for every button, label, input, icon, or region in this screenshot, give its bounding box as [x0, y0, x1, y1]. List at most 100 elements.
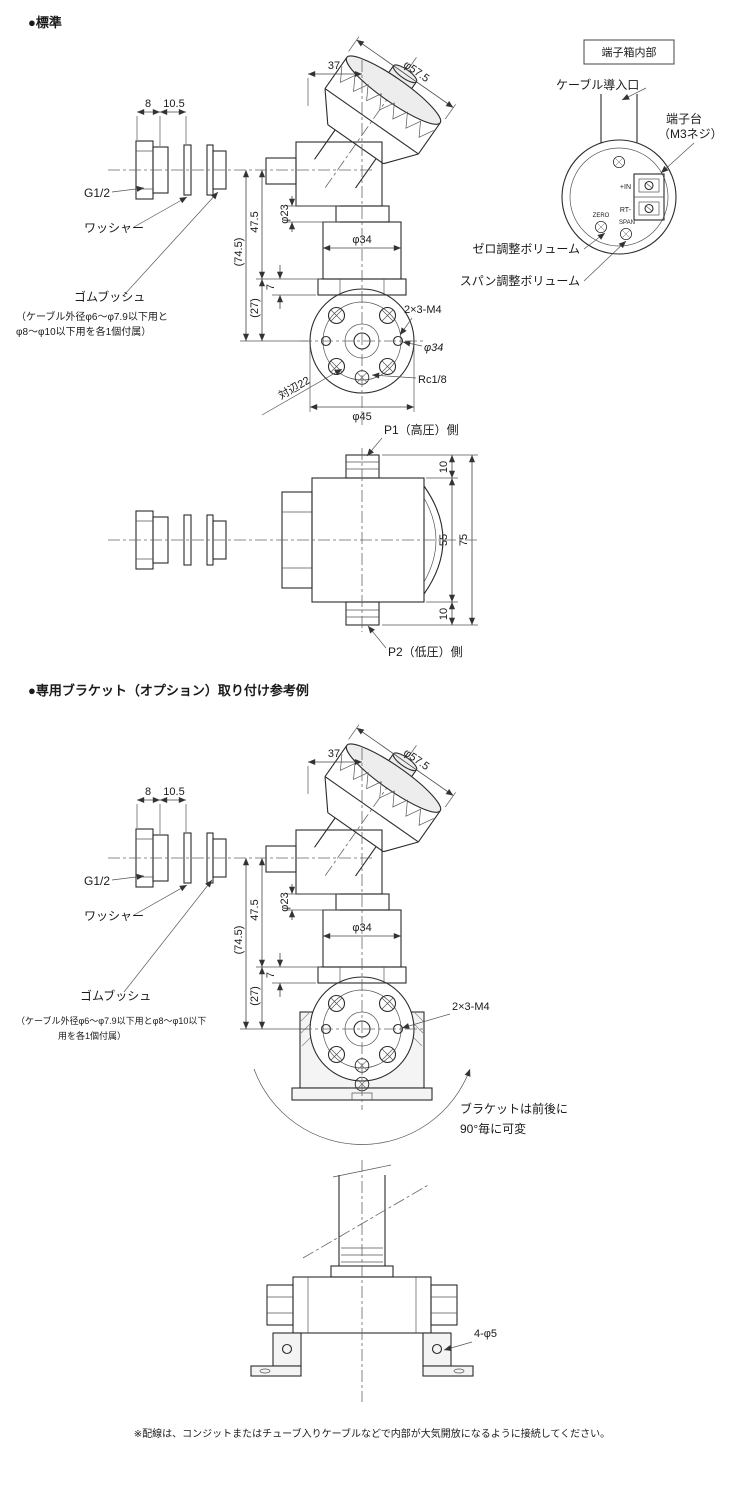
end-cap-right: [430, 1284, 458, 1326]
callout-terminal-block: 端子台 （M3ネジ）: [658, 111, 723, 174]
dim-10-5: 10.5: [163, 98, 184, 110]
end-cap-left: [266, 1284, 294, 1326]
terminal-block: [633, 173, 665, 221]
dim-10-top: 10: [438, 461, 450, 473]
drawing-bracket-front-view: ブラケットは前後に 90°毎に可変 8 10.5 37 φ57.5 47.5: [16, 712, 568, 1145]
dim-7: 7: [265, 265, 316, 309]
dim-8: 8: [145, 98, 151, 110]
svg-text:φ23: φ23: [279, 892, 291, 911]
dim-75: 75: [458, 534, 470, 546]
svg-text:対辺22: 対辺22: [276, 373, 313, 402]
knurled-cap: [277, 24, 464, 222]
callout-p1: P1（高圧）側: [366, 422, 459, 457]
dim-47-5: 47.5: [249, 170, 321, 280]
centerline-diagonal: [302, 1183, 431, 1259]
bracket-note-line2: 90°毎に可変: [460, 1121, 526, 1136]
svg-text:ワッシャー: ワッシャー: [84, 909, 144, 923]
dim-37: 37: [307, 60, 362, 106]
dim-27: (27): [249, 279, 266, 341]
terminal-rt: RT-: [620, 207, 632, 214]
svg-text:(27): (27): [249, 298, 261, 318]
terminal-box-title: 端子箱内部: [602, 45, 657, 59]
callout-span-adjust: スパン調整ボリューム: [460, 240, 627, 288]
section-title-bracket: ●専用ブラケット（オプション）取り付け参考例: [28, 683, 309, 698]
svg-text:7: 7: [265, 972, 277, 978]
callout-rubber-bush: ゴムブッシュ （ケーブル外径φ6～φ7.9以下用とφ8～φ10以下 用を各1個付…: [16, 879, 213, 1041]
dim-23: φ23: [279, 196, 340, 232]
svg-text:φ34: φ34: [424, 342, 443, 354]
svg-text:ゴムブッシュ: ゴムブッシュ: [80, 988, 151, 1003]
terminal-box-title-frame: [583, 39, 675, 65]
svg-text:2×3-M4: 2×3-M4: [452, 1001, 490, 1013]
svg-text:φ23: φ23: [279, 204, 291, 223]
callout-g12: G1/2: [84, 185, 145, 200]
port-p2: [345, 601, 380, 626]
svg-text:2×3-M4: 2×3-M4: [404, 304, 442, 316]
port-p1: [345, 454, 380, 479]
rubber-bush-note-line1: （ケーブル外径φ6～φ7.9以下用とφ8～φ10以下: [16, 1015, 206, 1026]
svg-text:8: 8: [145, 786, 151, 798]
callout-rc18: Rc1/8: [371, 372, 447, 386]
svg-text:47.5: 47.5: [249, 899, 261, 920]
svg-text:(27): (27): [249, 986, 261, 1006]
callout-flats22: 対辺22: [261, 368, 343, 416]
dim-8-10-5: 8 10.5: [136, 98, 187, 146]
dim-74-5: (74.5): [233, 858, 308, 1030]
drawing-standard-front-view: 8 10.5 37 φ57.5 47.5 (74.5): [16, 24, 464, 425]
drawing-bracket-bottom-view: 4-φ5: [250, 1160, 497, 1402]
svg-text:7: 7: [265, 284, 277, 290]
svg-text:(74.5): (74.5): [233, 926, 245, 955]
bracket-feet: [250, 1332, 474, 1377]
svg-text:P2（低圧）側: P2（低圧）側: [388, 645, 463, 659]
callout-washer: ワッシャー: [84, 884, 188, 923]
callout-4-d5: 4-φ5: [443, 1328, 497, 1351]
svg-text:ケーブル導入口: ケーブル導入口: [556, 77, 639, 92]
dim-47-5: 47.5: [249, 858, 321, 968]
svg-text:(74.5): (74.5): [233, 238, 245, 267]
dim-8-10-5: 8 10.5: [136, 786, 187, 834]
callout-g12: G1/2: [84, 873, 145, 888]
rubber-bush-note-line2: φ8～φ10以下用を各1個付属）: [16, 325, 151, 338]
rubber-bush-note-line1: （ケーブル外径φ6～φ7.9以下用と: [16, 310, 168, 323]
svg-text:ゴムブッシュ: ゴムブッシュ: [74, 289, 145, 304]
svg-text:G1/2: G1/2: [84, 874, 110, 888]
zero-marking: ZERO: [593, 213, 610, 219]
callout-washer: ワッシャー: [84, 196, 188, 235]
span-marking: SPAN: [619, 220, 635, 226]
footnote: ※配線は、コンジットまたはチューブ入りケーブルなどで内部が大気開放になるように接…: [134, 1427, 610, 1440]
callout-rubber-bush: ゴムブッシュ （ケーブル外径φ6～φ7.9以下用と φ8～φ10以下用を各1個付…: [16, 191, 219, 338]
rotation-arc: [253, 1068, 471, 1145]
dim-10-bottom: 10: [438, 608, 450, 620]
bracket-note-line1: ブラケットは前後に: [460, 1101, 568, 1116]
svg-text:スパン調整ボリューム: スパン調整ボリューム: [460, 273, 580, 288]
terminal-plus-in: +IN: [620, 184, 631, 191]
dim-27: (27): [249, 967, 266, 1029]
callout-p2: P2（低圧）側: [367, 625, 463, 659]
svg-text:ワッシャー: ワッシャー: [84, 221, 144, 235]
dim-37: 37: [307, 748, 362, 794]
svg-text:（M3ネジ）: （M3ネジ）: [658, 127, 723, 141]
svg-text:Rc1/8: Rc1/8: [418, 374, 447, 386]
terminal-box-detail: 端子箱内部 ケーブル導入口 +IN RT- ZERO SPAN 端子台: [460, 39, 723, 288]
svg-text:P1（高圧）側: P1（高圧）側: [384, 422, 459, 437]
callout-cable-entry: ケーブル導入口: [556, 77, 647, 101]
svg-text:ゼロ調整ボリューム: ゼロ調整ボリューム: [472, 241, 580, 256]
dim-23: φ23: [279, 884, 340, 920]
knurled-cap: [277, 712, 464, 910]
dim-4-d5: 4-φ5: [474, 1328, 497, 1340]
drawing-standard-side-view: P1（高圧）側 P2（低圧）側 10 55 10 75: [108, 422, 480, 659]
svg-text:G1/2: G1/2: [84, 186, 110, 200]
callout-34-flange: φ34: [402, 340, 443, 354]
terminal-box-outer: [561, 139, 677, 255]
rubber-bush-note-line2: 用を各1個付属）: [58, 1030, 126, 1041]
section-title-standard: ●標準: [28, 15, 62, 30]
svg-text:47.5: 47.5: [249, 211, 261, 232]
svg-text:37: 37: [328, 60, 340, 72]
svg-text:10.5: 10.5: [163, 786, 184, 798]
dim-74-5: (74.5): [233, 170, 308, 342]
dim-7: 7: [265, 953, 316, 997]
callout-zero-adjust: ゼロ調整ボリューム: [472, 232, 606, 256]
svg-text:端子台: 端子台: [666, 111, 702, 126]
